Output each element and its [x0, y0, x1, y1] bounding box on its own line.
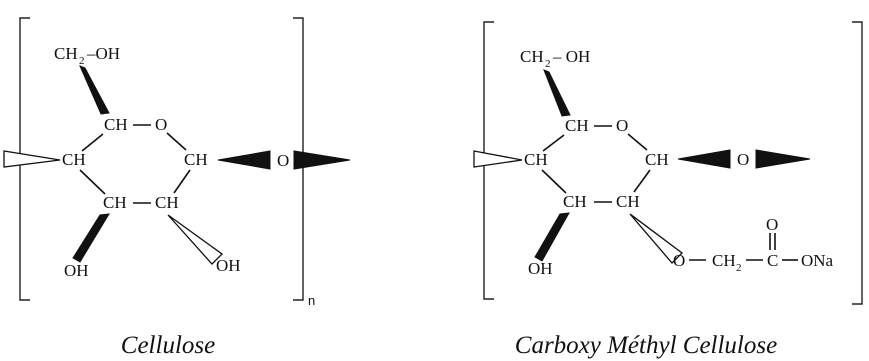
- cmc-bond-c5-c4: [542, 134, 565, 152]
- cellulose-glycosidic-oxygen: O: [277, 151, 289, 170]
- cmc-wedge-o-next: [755, 149, 811, 169]
- cellulose-structure: n CH 2 –OH CH O CH CH CH CH O OH OH: [3, 17, 351, 308]
- cellulose-wedge-c3-oh: [72, 213, 110, 263]
- cellulose-ring-c3: CH: [103, 193, 127, 212]
- cmc-open-wedge-c2: [629, 213, 683, 264]
- cellulose-oh3: OH: [64, 261, 89, 280]
- cmc-ch2-subscript: 2: [545, 58, 551, 70]
- cmc-right-bracket: [852, 21, 863, 305]
- cellulose-ring-c4: CH: [62, 150, 86, 169]
- cmc-ring-c5: CH: [565, 116, 589, 135]
- cmc-ch2-oh: – OH: [552, 47, 590, 66]
- cmc-wedge-c3-oh: [534, 212, 570, 262]
- cmc-wedge-c1-o: [677, 149, 731, 169]
- cmc-wedge-c5-ch2: [543, 69, 571, 117]
- cellulose-open-wedge-c2: [167, 214, 223, 265]
- cellulose-open-wedge-c4: [3, 150, 61, 168]
- cmc-open-wedge-c4: [473, 150, 523, 168]
- cmc-ch2-carbon-subscript: 2: [736, 262, 742, 274]
- cellulose-ch2-oh: –OH: [86, 44, 120, 63]
- cellulose-ring-c5: CH: [104, 115, 128, 134]
- cmc-bond-c1-c2: [633, 169, 651, 193]
- cmc-ona: ONa: [801, 251, 834, 270]
- cellulose-wedge-o-next: [293, 150, 351, 170]
- cmc-carboxyl-carbon: C: [767, 251, 778, 270]
- cmc-glycosidic-oxygen: O: [737, 150, 749, 169]
- cellulose-ring-c2: CH: [155, 193, 179, 212]
- cellulose-ring-c1: CH: [184, 150, 208, 169]
- cmc-ch2-carbon: CH: [712, 251, 736, 270]
- cellulose-bond-c1-c2: [173, 169, 191, 194]
- cmc-caption: Carboxy Méthyl Cellulose: [515, 332, 777, 359]
- cellulose-ch2-subscript: 2: [79, 55, 85, 67]
- cellulose-bond-c4-c3: [79, 169, 106, 195]
- cmc-ring-c2: CH: [616, 192, 640, 211]
- cellulose-bond-c5-c4: [81, 133, 104, 152]
- cmc-bond-o-c1: [627, 133, 648, 151]
- cmc-bond-c4-c3: [541, 169, 567, 194]
- cmc-ring-c3: CH: [563, 192, 587, 211]
- cmc-ring-oxygen: O: [616, 116, 628, 135]
- cellulose-wedge-c1-o: [217, 150, 271, 170]
- cmc-ring-c1: CH: [645, 150, 669, 169]
- cmc-oh3: OH: [528, 259, 553, 278]
- cellulose-ch2-c: CH: [54, 44, 78, 63]
- cmc-ether-oxygen: O: [673, 251, 685, 270]
- cellulose-bond-o-c1: [166, 132, 187, 151]
- cellulose-ring-oxygen: O: [155, 115, 167, 134]
- cmc-ring-c4: CH: [524, 150, 548, 169]
- cmc-carbonyl-oxygen: O: [766, 215, 778, 234]
- cmc-ch2-c: CH: [520, 47, 544, 66]
- cmc-structure: CH 2 – OH CH O CH CH CH CH O OH O CH 2: [473, 21, 863, 305]
- cellulose-oh2: OH: [216, 256, 241, 275]
- cellulose-caption: Cellulose: [121, 332, 215, 359]
- cellulose-wedge-c5-ch2: [79, 65, 110, 115]
- cellulose-repeat-index: n: [308, 293, 315, 308]
